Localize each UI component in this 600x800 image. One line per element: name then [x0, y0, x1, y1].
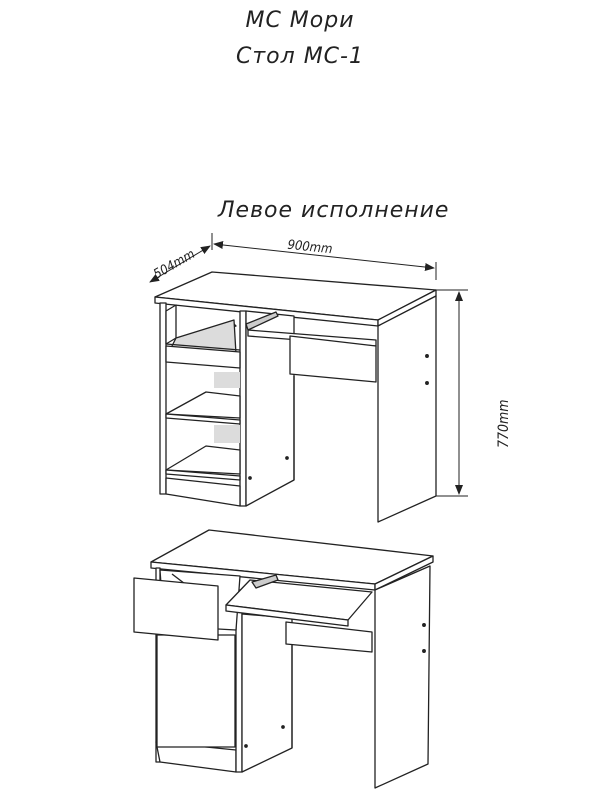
closed-view: [154, 271, 437, 523]
variant-label: Левое исполнение: [218, 198, 450, 223]
depth-dimension: 504mm: [151, 247, 198, 283]
width-dimension: 900mm: [287, 238, 333, 258]
open-view: [133, 529, 434, 789]
brand-title: МС Мори: [245, 8, 355, 33]
model-title: Стол МС-1: [236, 44, 364, 69]
dimension-lines: [149, 233, 468, 497]
height-dimension: 770mm: [496, 399, 512, 448]
